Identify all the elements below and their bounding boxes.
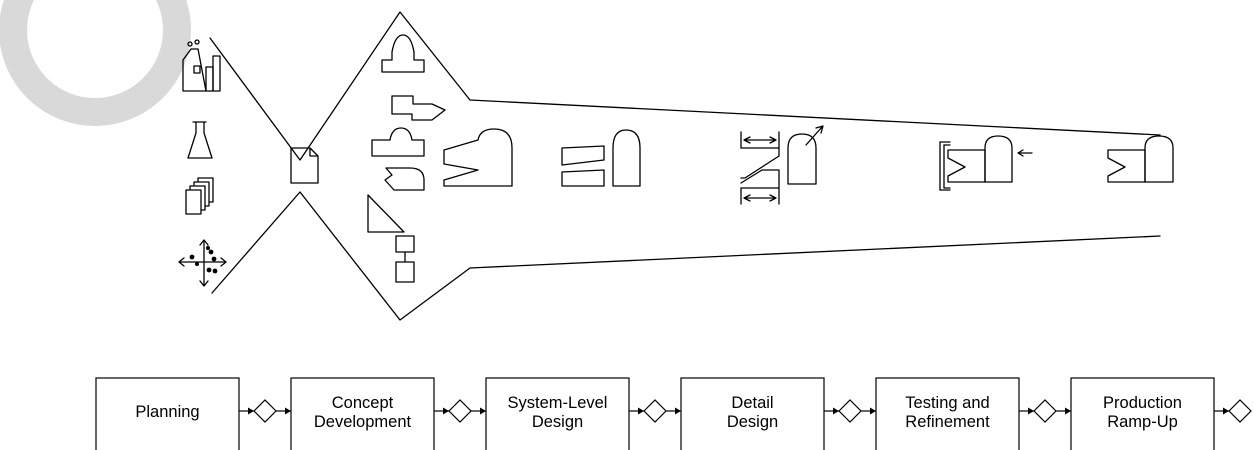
review-gate-diamond [838, 399, 862, 423]
review-gate-diamond [643, 399, 667, 423]
cutout-part-icon [371, 127, 425, 157]
stage-label-line: System-Level [508, 394, 608, 412]
arrow-head [480, 407, 486, 415]
final-product-icon [1107, 135, 1174, 183]
arrow-head [675, 407, 681, 415]
stage-label-line: Ramp-Up [1107, 413, 1178, 431]
arrow-head [285, 407, 291, 415]
stage-box [1070, 377, 1215, 450]
rounded-part-icon [381, 34, 425, 73]
stage-box [290, 377, 435, 450]
funnel-outline [209, 11, 1161, 321]
stage-label-line: Production [1103, 394, 1182, 412]
notched-part-icon [391, 95, 446, 121]
review-gate-diamond [1228, 399, 1252, 423]
document-icon [290, 147, 319, 184]
stage-label-line: Testing and [905, 394, 989, 412]
hook-part-icon [384, 167, 425, 191]
flask-icon [187, 121, 213, 159]
stage-box [875, 377, 1020, 450]
stage-box [680, 377, 825, 450]
triangle-part-icon [367, 194, 405, 233]
linked-blocks-icon [395, 235, 415, 283]
arrow-head [870, 407, 876, 415]
arrow-head [1065, 407, 1071, 415]
review-gate-diamond [448, 399, 472, 423]
arrow-head [1028, 407, 1034, 415]
factory-icon [182, 39, 221, 92]
stage-label-line: Detail [731, 394, 773, 412]
dimensioned-assembly-icon [740, 125, 824, 205]
documents-stack-icon [185, 177, 214, 215]
stage-box [95, 377, 240, 450]
review-gate-diamond [1033, 399, 1057, 423]
two-part-assembly-icon [561, 129, 641, 187]
arrow-head [248, 407, 254, 415]
stage-label-line: Refinement [905, 413, 990, 431]
watermark-logo [0, 0, 191, 126]
stage-label-line: Development [314, 413, 412, 431]
stage-label: Planning [135, 403, 199, 421]
single-part-assembly-icon [443, 128, 513, 187]
stage-label-line: Design [532, 413, 583, 431]
scatter-plot-icon [178, 239, 227, 287]
review-gate-diamond [253, 399, 277, 423]
arrow-head [1223, 407, 1229, 415]
stage-label-line: Concept [332, 394, 394, 412]
stage-label-line: Design [727, 413, 778, 431]
stage-label-line: Planning [135, 403, 199, 421]
arrow-head [833, 407, 839, 415]
arrow-head [443, 407, 449, 415]
stage-box [485, 377, 630, 450]
tested-assembly-icon [939, 135, 1033, 191]
arrow-head [638, 407, 644, 415]
